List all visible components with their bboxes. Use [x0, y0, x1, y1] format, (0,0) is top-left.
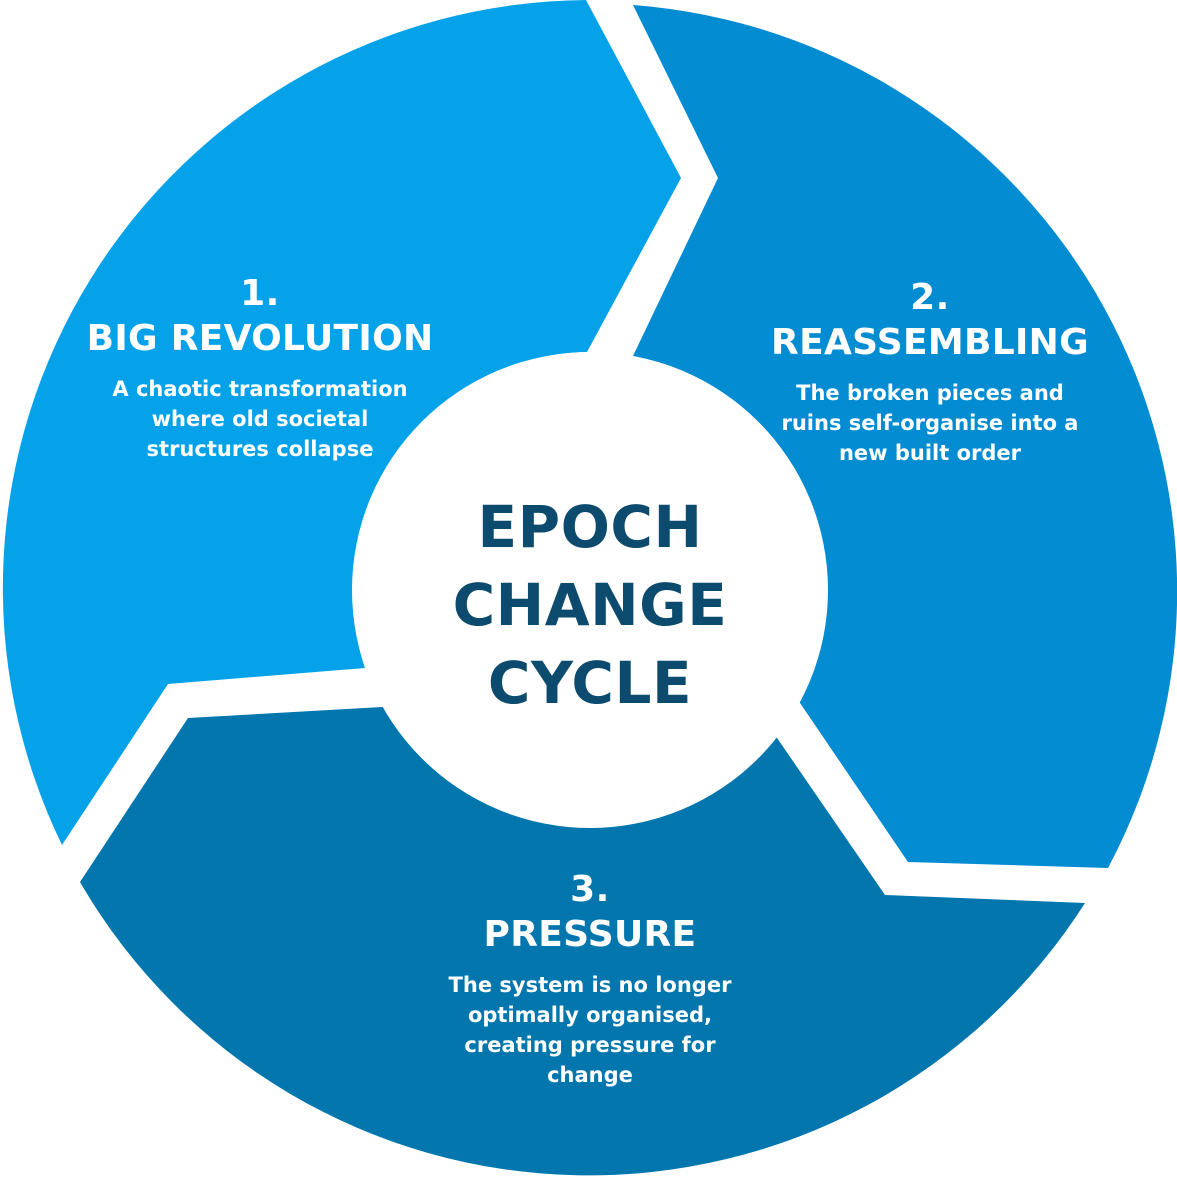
stage-3-description: The system is no longer optimally organi…	[448, 973, 732, 1087]
segment-reassembling	[632, 5, 1177, 868]
stage-2-label: 2. REASSEMBLING The broken pieces and ru…	[740, 276, 1120, 468]
center-title-line-3: CYCLE	[487, 649, 693, 717]
stage-3-label: 3. PRESSURE The system is no longer opti…	[400, 868, 780, 1090]
stage-3-title: PRESSURE	[483, 914, 697, 955]
stage-3-number: 3.	[570, 869, 610, 910]
center-title: EPOCH CHANGE CYCLE	[390, 488, 790, 722]
center-title-line-1: EPOCH	[477, 493, 703, 561]
stage-2-description: The broken pieces and ruins self-organis…	[781, 381, 1079, 465]
stage-2-title: REASSEMBLING	[771, 322, 1089, 363]
segment-big-revolution	[2, 0, 681, 845]
center-title-line-2: CHANGE	[452, 571, 728, 639]
center-circle	[352, 352, 828, 828]
stage-1-number: 1.	[240, 273, 280, 314]
stage-2-number: 2.	[910, 277, 950, 318]
stage-1-description: A chaotic transformation where old socie…	[112, 377, 408, 461]
stage-1-title: BIG REVOLUTION	[86, 318, 434, 359]
stage-1-label: 1. BIG REVOLUTION A chaotic transformati…	[60, 272, 460, 464]
segment-pressure	[80, 707, 1085, 1176]
